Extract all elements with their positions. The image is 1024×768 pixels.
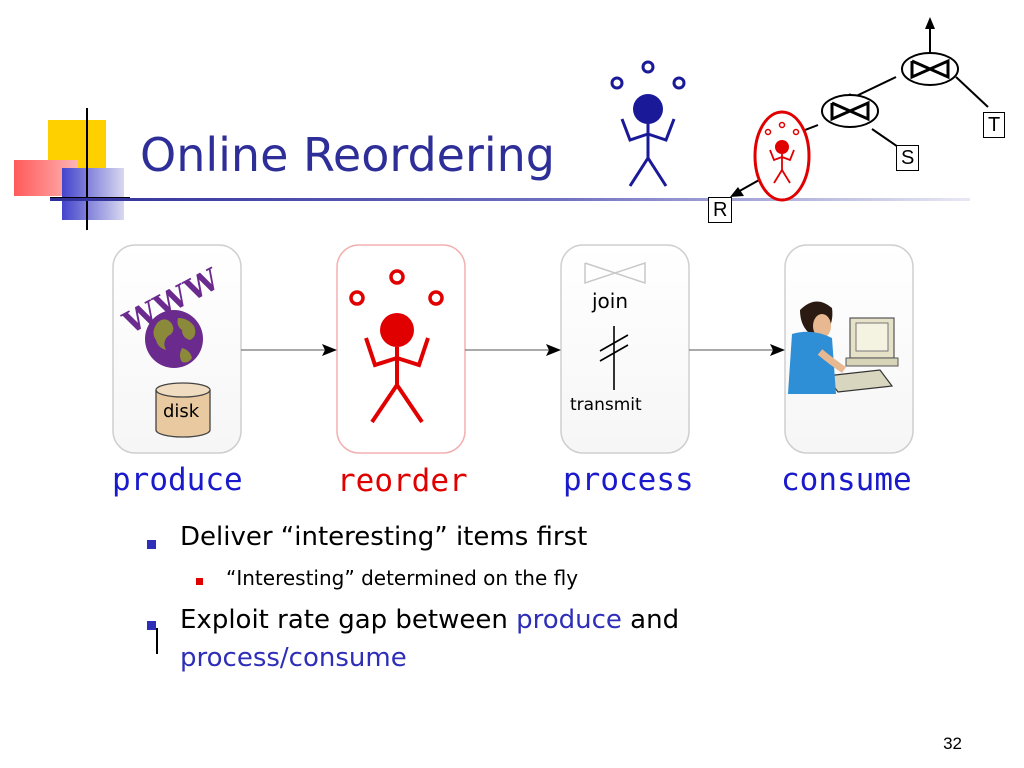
join-label: join	[592, 289, 629, 313]
bullet-exploit: Exploit rate gap between produce and	[180, 605, 679, 635]
join-icon	[584, 261, 646, 285]
stage-label-process: process	[563, 462, 694, 498]
transmit-label: transmit	[570, 395, 642, 415]
process-box	[560, 244, 690, 454]
arrow-reorder-process	[546, 344, 561, 356]
sub-bullet-interesting: “Interesting” determined on the fly	[226, 566, 579, 590]
juggler-icon	[610, 60, 686, 187]
page-number: 32	[943, 734, 962, 753]
relation-s-label: S	[896, 145, 920, 171]
relation-r-label: R	[708, 197, 733, 223]
reorder-box	[336, 244, 466, 454]
bullet-marker	[147, 540, 156, 549]
mini-juggler-icon	[764, 121, 800, 184]
relation-t-label: T	[983, 112, 1006, 138]
stage-label-reorder: reorder	[337, 463, 468, 499]
bullet-tick	[156, 628, 158, 654]
www-globe-icon	[145, 310, 203, 368]
red-juggler-icon	[349, 269, 444, 424]
disk-icon	[155, 382, 211, 438]
stage-label-produce: produce	[112, 462, 243, 498]
consume-box	[784, 244, 914, 454]
stage-label-consume: consume	[781, 462, 912, 498]
bullet-exploit-produce: produce	[516, 605, 622, 635]
blue-square	[62, 168, 124, 220]
pipeline-diagram	[112, 244, 914, 454]
bullet-deliver: Deliver “interesting” items first	[180, 522, 588, 552]
vertical-line	[86, 108, 88, 230]
title-underline	[50, 198, 970, 201]
person-at-computer-icon	[788, 301, 899, 394]
corner-decoration	[0, 100, 140, 230]
disk-label: disk	[163, 401, 200, 422]
slide-title: Online Reordering	[140, 128, 555, 182]
bullet-exploit-and: and	[621, 605, 680, 635]
plan-tree-diagram	[730, 17, 989, 202]
transmit-icon	[599, 326, 629, 390]
bullet-exploit-line2: process/consume	[180, 643, 407, 673]
sub-bullet-marker	[196, 578, 203, 585]
bullet-marker	[147, 621, 156, 630]
arrow-produce-reorder	[322, 344, 337, 356]
arrow-process-consume	[770, 344, 785, 356]
bullet-exploit-prefix: Exploit rate gap between	[180, 605, 517, 635]
